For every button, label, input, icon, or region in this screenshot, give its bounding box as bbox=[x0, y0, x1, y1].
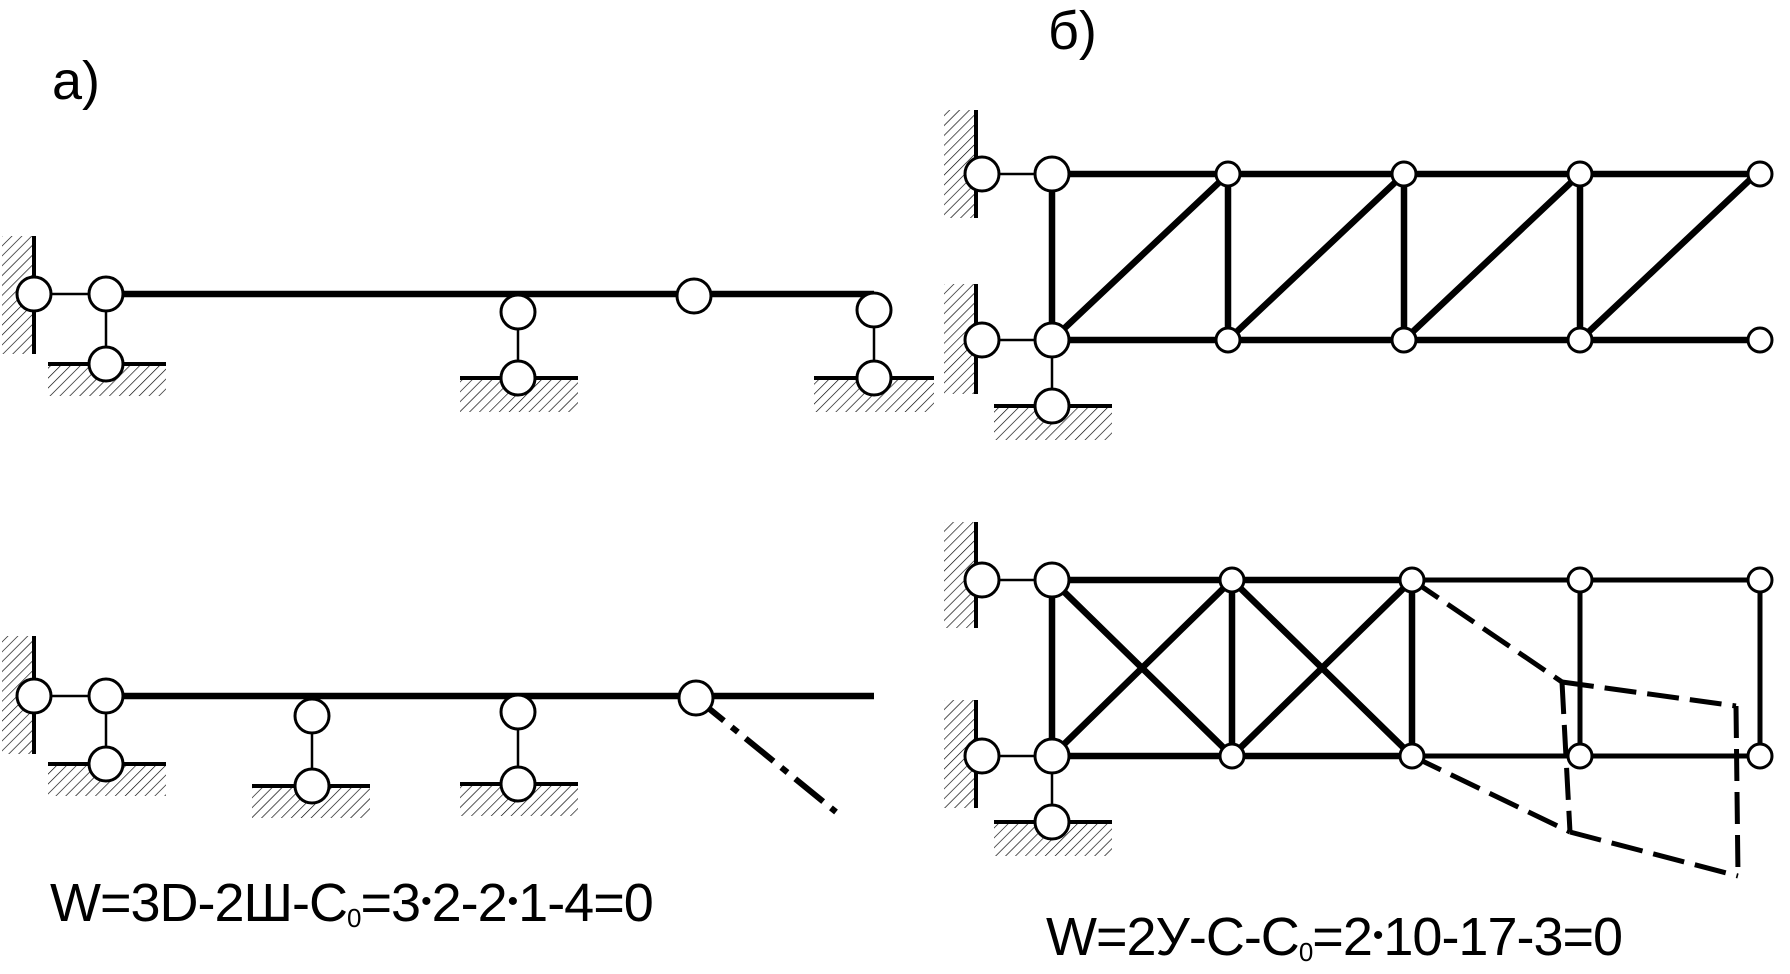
node bbox=[1218, 566, 1246, 594]
formula-part: =3 bbox=[360, 873, 422, 933]
node bbox=[1746, 566, 1774, 594]
formula-part: W=2У-C-C bbox=[1046, 907, 1300, 967]
hinge bbox=[499, 765, 537, 803]
node bbox=[1390, 326, 1418, 354]
hinge bbox=[87, 345, 125, 383]
hinge bbox=[1033, 737, 1071, 775]
mechanism-displacement bbox=[1410, 577, 1741, 879]
hinge bbox=[1033, 321, 1071, 359]
hinge bbox=[1033, 803, 1071, 841]
node bbox=[1218, 742, 1246, 770]
mechanism-displacement bbox=[694, 695, 838, 815]
formula-part: 10-17-3=0 bbox=[1383, 907, 1623, 967]
formula-part: =2 bbox=[1312, 907, 1373, 967]
diagonal bbox=[1576, 170, 1760, 344]
hinge bbox=[15, 275, 53, 313]
node bbox=[1566, 160, 1594, 188]
panel-b-bottom-truss bbox=[944, 522, 1774, 879]
panel-b-formula: W=2У-C-C0=2•10-17-3=0 bbox=[1046, 907, 1623, 967]
formula-part: 2-2 bbox=[431, 873, 508, 933]
panel-a-label: а) bbox=[52, 51, 101, 111]
panel-b-label: б) bbox=[1048, 1, 1097, 61]
panel-a-formula: W=3D-2Ш-C0=3•2-2•1-4=0 bbox=[50, 873, 654, 933]
hinge bbox=[855, 291, 893, 329]
node bbox=[1390, 160, 1418, 188]
hinge bbox=[293, 767, 331, 805]
formula-part: W=3D-2Ш-C bbox=[50, 873, 348, 933]
hinge bbox=[963, 737, 1001, 775]
hinge bbox=[1033, 155, 1071, 193]
hinge bbox=[499, 293, 537, 331]
node bbox=[1398, 742, 1426, 770]
formula-subscript: 0 bbox=[347, 903, 362, 933]
hinge bbox=[87, 745, 125, 783]
hinge bbox=[677, 679, 715, 717]
hinge bbox=[1033, 387, 1071, 425]
node bbox=[1746, 326, 1774, 354]
hinge bbox=[15, 677, 53, 715]
diagonal bbox=[1048, 170, 1232, 344]
hinge bbox=[87, 275, 125, 313]
node bbox=[1214, 326, 1242, 354]
diagonal bbox=[1400, 170, 1584, 344]
cross-diagonal bbox=[1228, 576, 1416, 760]
hinge bbox=[963, 321, 1001, 359]
multiply-dot: • bbox=[507, 885, 518, 918]
diagonal bbox=[1224, 170, 1408, 344]
node bbox=[1214, 160, 1242, 188]
node bbox=[1746, 160, 1774, 188]
node bbox=[1566, 742, 1594, 770]
node bbox=[1398, 566, 1426, 594]
node bbox=[1566, 326, 1594, 354]
hinge bbox=[87, 677, 125, 715]
hinge bbox=[855, 359, 893, 397]
node bbox=[1566, 566, 1594, 594]
panel-a-bottom-scheme bbox=[2, 636, 874, 818]
panel-a-top-scheme bbox=[2, 236, 934, 412]
multiply-dot: • bbox=[1372, 919, 1383, 952]
hinge bbox=[499, 693, 537, 731]
formula-part: 1-4=0 bbox=[518, 873, 654, 933]
cross-diagonal bbox=[1048, 576, 1236, 760]
hinge bbox=[963, 561, 1001, 599]
node bbox=[1746, 742, 1774, 770]
hinge bbox=[963, 155, 1001, 193]
hinge bbox=[675, 277, 713, 315]
hinge bbox=[293, 697, 331, 735]
formula-subscript: 0 bbox=[1298, 937, 1314, 967]
hinge bbox=[499, 359, 537, 397]
panel-b-top-truss bbox=[944, 110, 1774, 440]
multiply-dot: • bbox=[421, 885, 431, 918]
hinge bbox=[1033, 561, 1071, 599]
